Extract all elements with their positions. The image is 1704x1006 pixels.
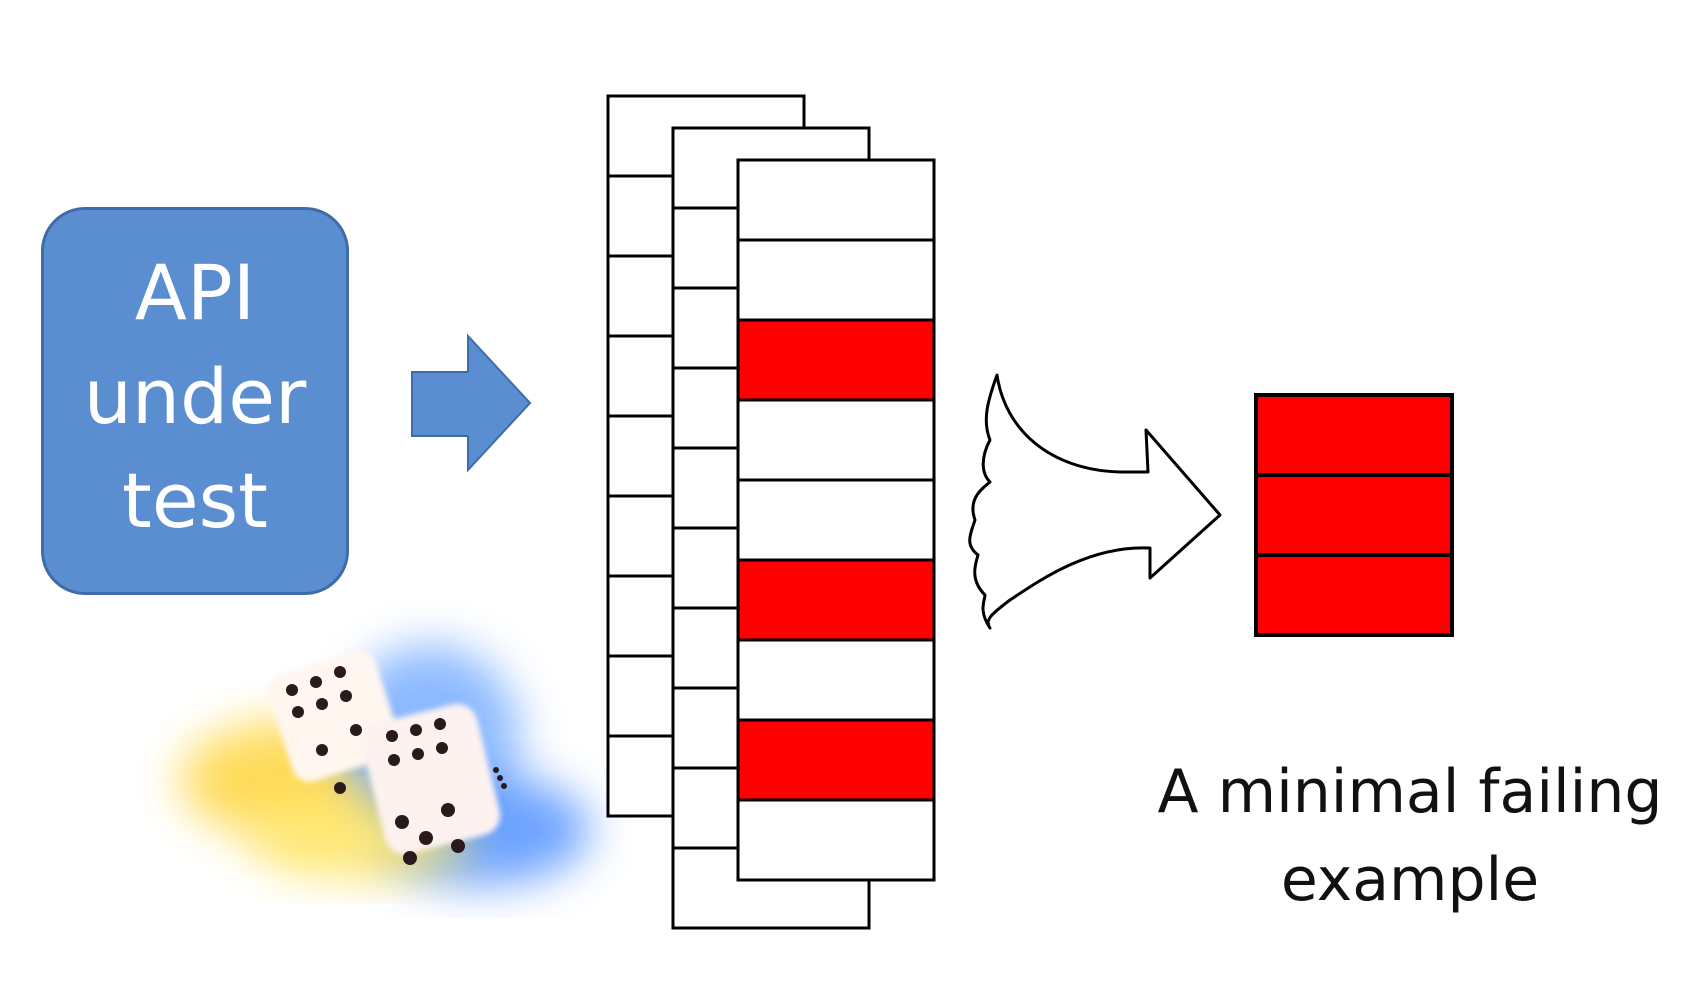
dice-icon	[180, 645, 590, 885]
minimal-example-stack	[1254, 393, 1454, 637]
api-under-test-box: API under test	[41, 207, 349, 595]
funnel-arrow-icon	[968, 373, 1222, 630]
block-right-arrow-icon	[411, 333, 532, 473]
front-sheet-row	[736, 718, 936, 802]
front-sheet	[736, 158, 936, 882]
front-sheet-row	[736, 318, 936, 402]
front-sheet-row	[736, 558, 936, 642]
minimal-example-row	[1254, 473, 1454, 557]
test-case-sheets	[606, 94, 936, 930]
front-sheet-row	[736, 798, 936, 882]
minimal-example-caption: A minimal failing example	[1157, 757, 1663, 915]
front-sheet-row	[736, 398, 936, 482]
minimal-example-row	[1254, 553, 1454, 637]
minimal-example-row	[1254, 393, 1454, 477]
front-sheet-row	[736, 238, 936, 322]
api-under-test-label: API under test	[83, 248, 307, 545]
front-sheet-row	[736, 478, 936, 562]
front-sheet-row	[736, 638, 936, 722]
